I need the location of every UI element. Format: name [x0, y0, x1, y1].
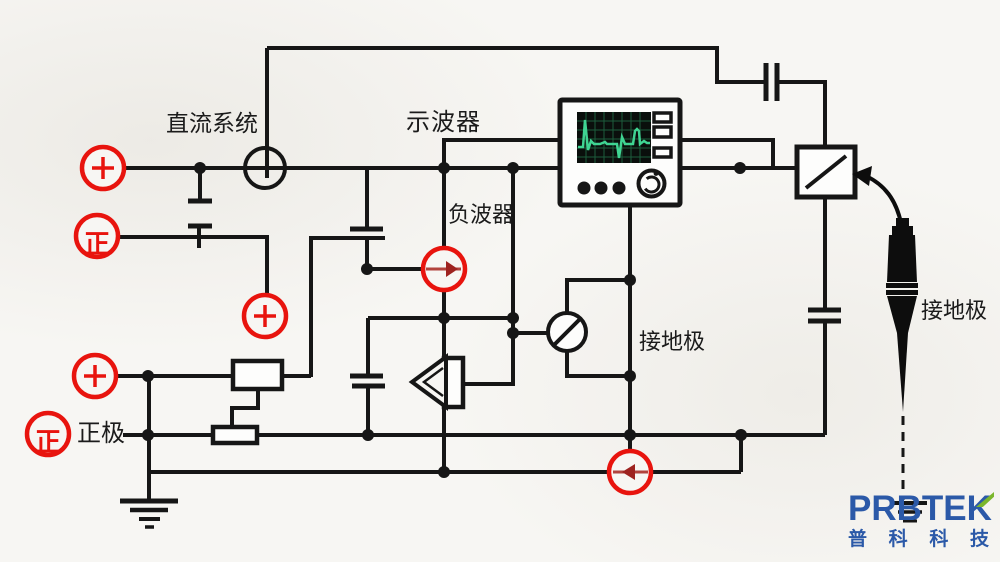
- dc-system-sensor-icon: [243, 146, 287, 190]
- probe-pointer-arrow: [865, 174, 903, 224]
- scope-front-buttons: [577, 181, 626, 195]
- label-ground-electrode-probe: 接地极: [921, 298, 988, 323]
- label-oscilloscope: 示波器: [406, 110, 481, 136]
- attenuator-box: [794, 144, 858, 200]
- meter-icon: [546, 311, 588, 353]
- terminal-plus-mid: [241, 292, 289, 340]
- label-dc-system: 直流系统: [166, 111, 258, 136]
- brand-logo-chinese: 普科科技: [848, 529, 989, 550]
- plus-icon: [92, 157, 114, 179]
- terminal-plus-lower-left: [71, 352, 119, 400]
- junction-dots: [142, 162, 747, 478]
- current-arrow-left-icon: [622, 464, 635, 480]
- terminal-zheng-upper: [73, 212, 121, 260]
- terminal-plus-top-left: [79, 144, 127, 192]
- label-ground-electrode-center: 接地极: [639, 329, 706, 354]
- oscilloscope-device: [557, 97, 683, 208]
- resistor-upper: [230, 358, 285, 392]
- scope-menu-buttons: [652, 111, 673, 159]
- ground-symbol-icon: [120, 498, 178, 529]
- amplifier-symbol: [408, 353, 466, 411]
- resistor-lower: [210, 424, 260, 446]
- probe-ground-icon: [893, 501, 927, 523]
- waveform-trace: [578, 119, 650, 159]
- capacitor-plates: [188, 63, 841, 389]
- scope-knob-icon: [636, 168, 667, 199]
- probe-tip: [897, 333, 908, 412]
- arrowhead-icon: [852, 166, 872, 186]
- plus-icon: [254, 305, 276, 327]
- label-negative-wave: 负波器: [448, 202, 515, 227]
- brand-logo: PRBTEK 普科科技: [848, 491, 996, 549]
- ground-probe: [886, 218, 918, 412]
- plus-icon: [84, 365, 106, 387]
- brand-logo-text: PRBTEK: [848, 489, 992, 528]
- current-arrow-right-icon: [446, 261, 458, 277]
- label-positive-pole: 正极: [77, 421, 125, 447]
- current-source-upper: [420, 245, 468, 293]
- current-source-lower: [606, 448, 654, 496]
- zheng-symbol-upper: 正: [83, 230, 110, 259]
- terminal-zheng-lower: [24, 410, 72, 458]
- zheng-symbol-lower: 正: [34, 428, 61, 457]
